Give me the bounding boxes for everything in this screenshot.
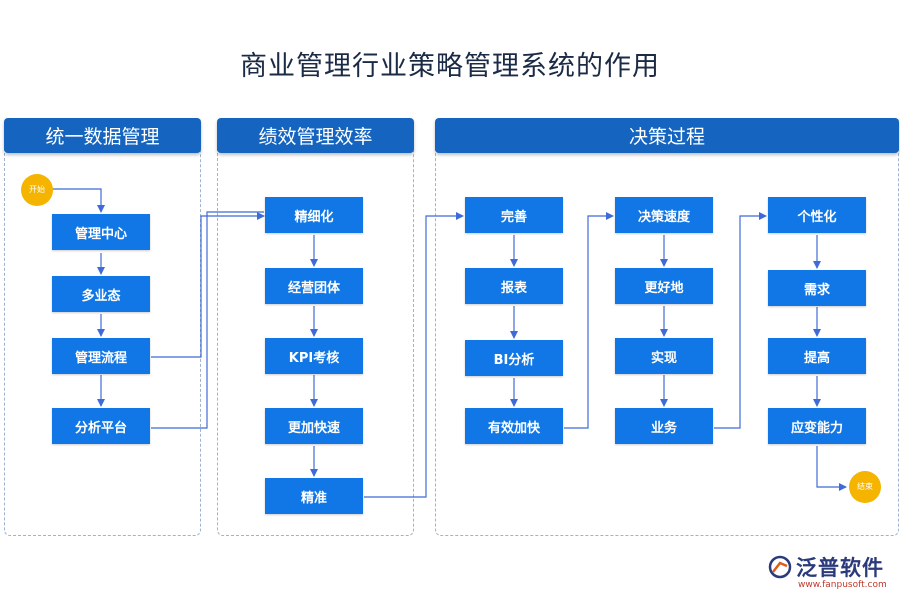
node-better: 更好地: [615, 268, 713, 304]
fanpu-logo-icon: [768, 555, 792, 579]
panel-header-performance: 绩效管理效率: [217, 118, 414, 153]
node-decision-speed: 决策速度: [615, 197, 713, 233]
node-kpi-assessment: KPI考核: [265, 338, 363, 374]
node-demand: 需求: [768, 270, 866, 306]
node-precise: 精准: [265, 478, 363, 514]
node-effective-speedup: 有效加快: [465, 408, 563, 444]
node-management-center: 管理中心: [52, 214, 150, 250]
start-node: 开始: [21, 174, 53, 206]
page-title: 商业管理行业策略管理系统的作用: [240, 51, 660, 82]
node-adaptability: 应变能力: [768, 408, 866, 444]
node-refinement: 精细化: [265, 197, 363, 233]
node-personalization: 个性化: [768, 197, 866, 233]
node-analysis-platform: 分析平台: [52, 408, 150, 444]
node-bi-analysis: BI分析: [465, 340, 563, 376]
node-reports: 报表: [465, 268, 563, 304]
node-faster: 更加快速: [265, 408, 363, 444]
panel-header-decision: 决策过程: [435, 118, 899, 153]
node-realize: 实现: [615, 338, 713, 374]
brand-url: www.fanpusoft.com: [798, 580, 887, 590]
brand-name: 泛普软件: [796, 556, 884, 580]
node-operating-group: 经营团体: [265, 268, 363, 304]
node-complete: 完善: [465, 197, 563, 233]
panel-header-unified-data: 统一数据管理: [4, 118, 201, 153]
node-business: 业务: [615, 408, 713, 444]
node-improve: 提高: [768, 338, 866, 374]
node-management-process: 管理流程: [52, 338, 150, 374]
end-node: 结束: [849, 471, 881, 503]
node-multi-format: 多业态: [52, 276, 150, 312]
brand-logo: 泛普软件: [768, 552, 884, 582]
